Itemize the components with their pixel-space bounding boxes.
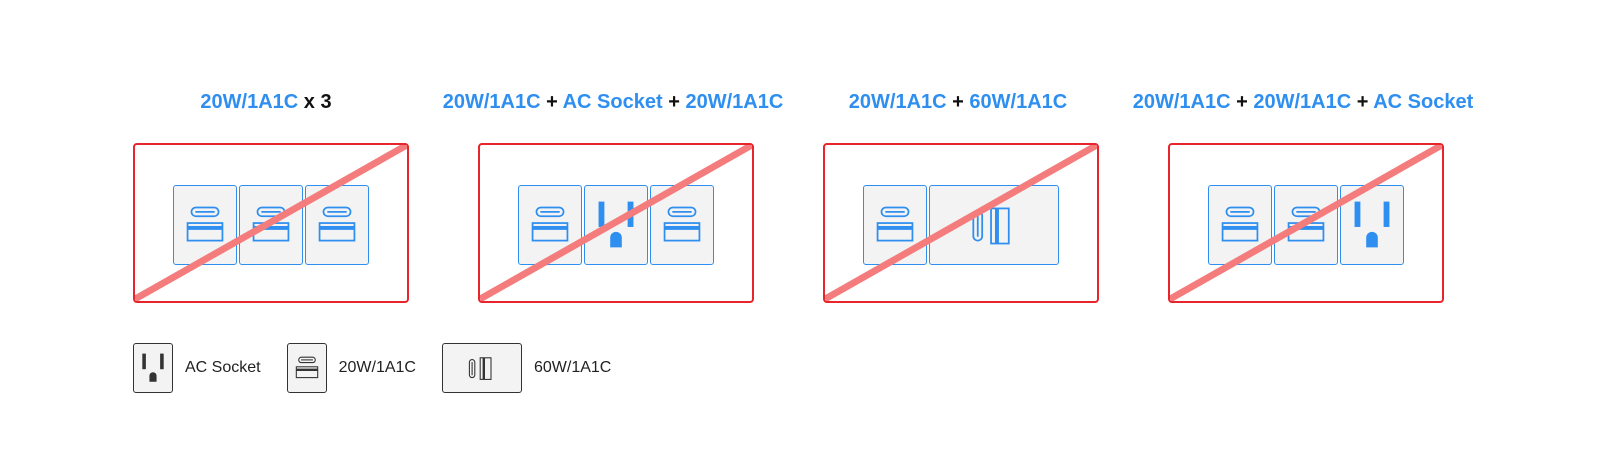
config-1-title-part-1: 20W/1A1C (200, 91, 299, 113)
config-3-title-part-2: + (946, 91, 970, 113)
config-4-panel (1168, 143, 1444, 303)
config-2-title-part-5: 20W/1A1C (685, 91, 784, 113)
config-3-module-1-20w-module-icon (863, 185, 927, 265)
config-4-title-part-3: 20W/1A1C (1253, 91, 1352, 113)
config-2-title: 20W/1A1C + AC Socket + 20W/1A1C (443, 88, 784, 116)
legend-ac-socket-label: AC Socket (185, 359, 261, 376)
config-3-title-part-3: 60W/1A1C (969, 91, 1068, 113)
config-4-title-part-2: + (1230, 91, 1254, 113)
legend-20w-label: 20W/1A1C (338, 359, 416, 376)
config-1-title-part-2: x 3 (298, 91, 332, 113)
config-1-panel (133, 143, 409, 303)
config-2-panel (478, 143, 754, 303)
config-1-module-1-20w-module-icon (173, 185, 237, 265)
config-2-title-part-3: AC Socket (562, 91, 663, 113)
config-2-title-part-2: + (540, 91, 563, 113)
config-4-title-part-4: + (1351, 91, 1374, 113)
config-4-title-part-1: 20W/1A1C (1132, 91, 1231, 113)
config-4-title: 20W/1A1C + 20W/1A1C + AC Socket (1133, 88, 1474, 116)
config-1-title: 20W/1A1C x 3 (200, 88, 331, 116)
legend-60w-module-icon (441, 343, 522, 393)
config-4-module-1-20w-module-icon (1208, 185, 1272, 265)
config-2-strike-line (480, 145, 752, 301)
config-3-strike-line (825, 145, 1097, 301)
legend-item-ac-socket: AC Socket (133, 343, 261, 393)
legend-item-20w: 20W/1A1C (286, 343, 416, 393)
config-4-title-part-5: AC Socket (1373, 91, 1474, 113)
config-3-title: 20W/1A1C + 60W/1A1C (849, 88, 1067, 116)
legend-20w-module-icon (286, 343, 327, 393)
legend-60w-label: 60W/1A1C (533, 359, 612, 376)
legend-item-60w: 60W/1A1C (441, 343, 612, 393)
legend: AC Socket 20W/1A1C 60W/1A1C (133, 343, 637, 393)
config-3-title-part-1: 20W/1A1C (848, 91, 947, 113)
config-3-panel (823, 143, 1099, 303)
config-2-title-part-1: 20W/1A1C (442, 91, 541, 113)
config-2-title-part-4: + (662, 91, 686, 113)
legend-ac-socket-icon (133, 343, 173, 393)
config-4-strike-line (1170, 145, 1442, 301)
config-1-strike-line (135, 145, 407, 301)
config-2-module-1-20w-module-icon (518, 185, 582, 265)
